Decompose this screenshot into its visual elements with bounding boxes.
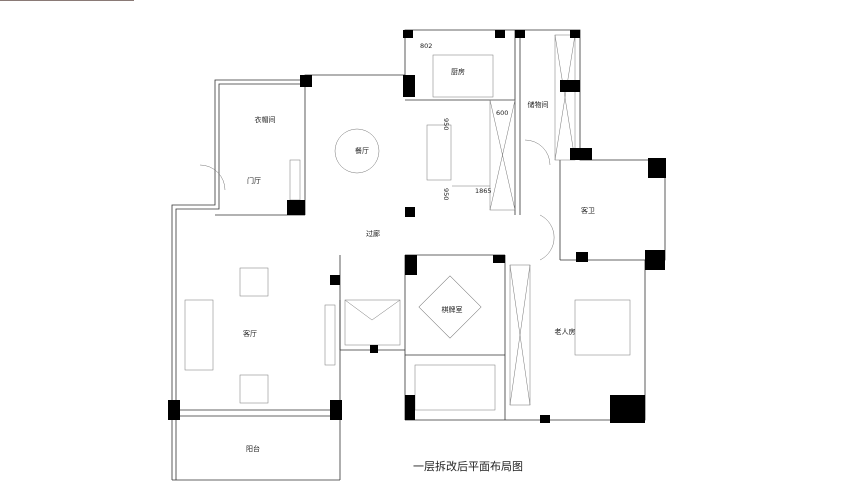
dimension-1865: 1865 <box>475 187 492 195</box>
wall-columns <box>168 30 666 423</box>
plan-title: 一层拆改后平面布局图 <box>413 459 523 473</box>
top-border-line <box>0 0 134 1</box>
room-label-guest-bath: 客卫 <box>581 206 595 215</box>
dimension-950-bottom: 950 <box>442 188 450 200</box>
room-label-corridor: 过廊 <box>366 229 380 238</box>
dimension-950-top: 950 <box>442 118 450 130</box>
room-label-living: 客厅 <box>243 329 257 338</box>
room-label-foyer: 门厅 <box>247 176 261 185</box>
room-label-cloakroom: 衣帽间 <box>255 115 276 124</box>
room-label-balcony: 阳台 <box>246 444 260 453</box>
room-label-mahjong: 棋牌室 <box>442 305 463 314</box>
wall-outlines <box>171 29 666 481</box>
room-label-kitchen: 厨房 <box>451 67 465 76</box>
dimension-600: 600 <box>496 109 508 117</box>
room-label-dining: 餐厅 <box>355 146 369 155</box>
room-label-storage: 储物间 <box>528 100 549 109</box>
dimension-802: 802 <box>420 42 432 50</box>
room-label-elder-room: 老人房 <box>555 327 576 336</box>
